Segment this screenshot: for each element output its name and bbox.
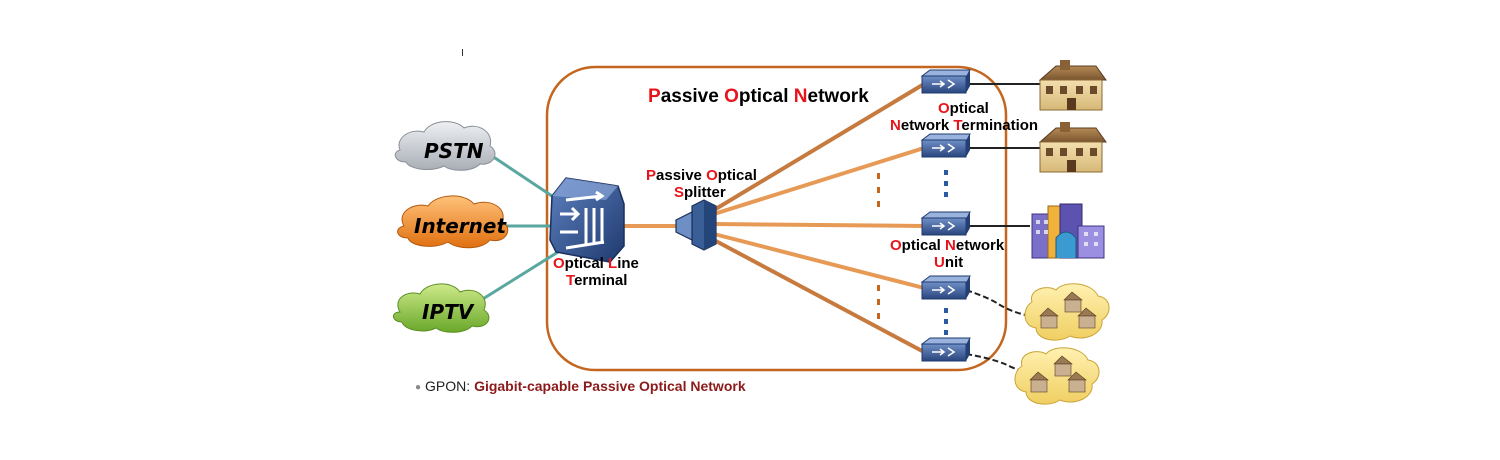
label-segment: O [553, 255, 565, 272]
ont-label-line2: Network Termination [890, 117, 1038, 135]
iptv-label: IPTV [422, 300, 474, 324]
label-segment: L [608, 255, 618, 272]
olt-label-line2: Terminal [566, 272, 627, 290]
pon-boundary [545, 65, 1008, 372]
link-iptv [477, 250, 559, 304]
label-segment: N [945, 237, 956, 254]
ont-device-icon [920, 133, 971, 158]
fiber-branches [712, 82, 926, 354]
label-segment: O [706, 167, 718, 184]
pstn-label: PSTN [424, 139, 484, 163]
ont-device-icon [920, 211, 971, 236]
label-segment: plitter [684, 184, 726, 201]
label-segment: erminal [574, 272, 628, 289]
onu-label-line1: Optical Network [890, 237, 1004, 255]
house-icon [1038, 60, 1107, 111]
label-segment: S [674, 184, 685, 201]
label-segment: ptical [738, 86, 794, 107]
label-segment: etwork [807, 86, 869, 107]
cloud-icon [397, 195, 509, 249]
splitter-label-line2: Splitter [674, 184, 726, 202]
label-segment: U [934, 254, 945, 271]
ont-device-icon [920, 275, 971, 300]
building-icon [1031, 203, 1105, 259]
label-segment: O [938, 100, 950, 117]
label-segment: T [566, 272, 575, 289]
device-dots-upper [944, 170, 948, 197]
ont-device-icon [920, 69, 971, 94]
label-segment: etwork [900, 117, 954, 134]
bullet-icon: ● [415, 381, 422, 393]
splitter-label-line1: Passive Optical [646, 167, 757, 185]
label-segment: P [648, 86, 661, 107]
label-segment: assive [656, 167, 707, 184]
label-segment: N [793, 86, 808, 107]
pon-title: Passive Optical Network [648, 86, 869, 108]
fiber-dots-upper [877, 173, 880, 207]
label-segment: nit [944, 254, 964, 271]
label-segment: assive [660, 86, 725, 107]
cloud-icon [393, 283, 490, 333]
label-segment: ptical [949, 100, 989, 117]
label-segment: P [646, 167, 657, 184]
footnote-definition: Gigabit-capable Passive Optical Network [474, 378, 746, 394]
footnote-prefix: GPON: [425, 378, 475, 394]
olt-device-icon [549, 177, 625, 263]
ont-label-line1: Optical [938, 100, 989, 118]
neighborhood-icon [1024, 283, 1110, 341]
house-icon [1038, 122, 1107, 173]
continuation-dots [877, 170, 948, 335]
internet-label: Internet [414, 214, 507, 238]
splitter-icon [675, 199, 717, 251]
label-segment: ptical [901, 237, 946, 254]
label-segment: T [953, 117, 962, 134]
label-segment: O [890, 237, 902, 254]
onu-label-line2: Unit [934, 254, 963, 272]
label-segment: etwork [955, 237, 1005, 254]
label-segment: N [890, 117, 901, 134]
fiber-dots-lower [877, 285, 880, 319]
olt-label-line1: Optical Line [553, 255, 639, 273]
device-dots-lower [944, 308, 948, 335]
label-segment: ine [617, 255, 639, 272]
gpon-footnote: ●GPON: Gigabit-capable Passive Optical N… [415, 378, 746, 394]
label-segment: ptical [564, 255, 609, 272]
ont-device-icon [920, 337, 971, 362]
label-segment: ptical [717, 167, 757, 184]
neighborhood-icon [1014, 347, 1100, 405]
label-segment: ermination [961, 117, 1039, 134]
label-segment: O [724, 86, 739, 107]
stray-mark [462, 49, 463, 56]
cloud-icon [394, 121, 496, 171]
